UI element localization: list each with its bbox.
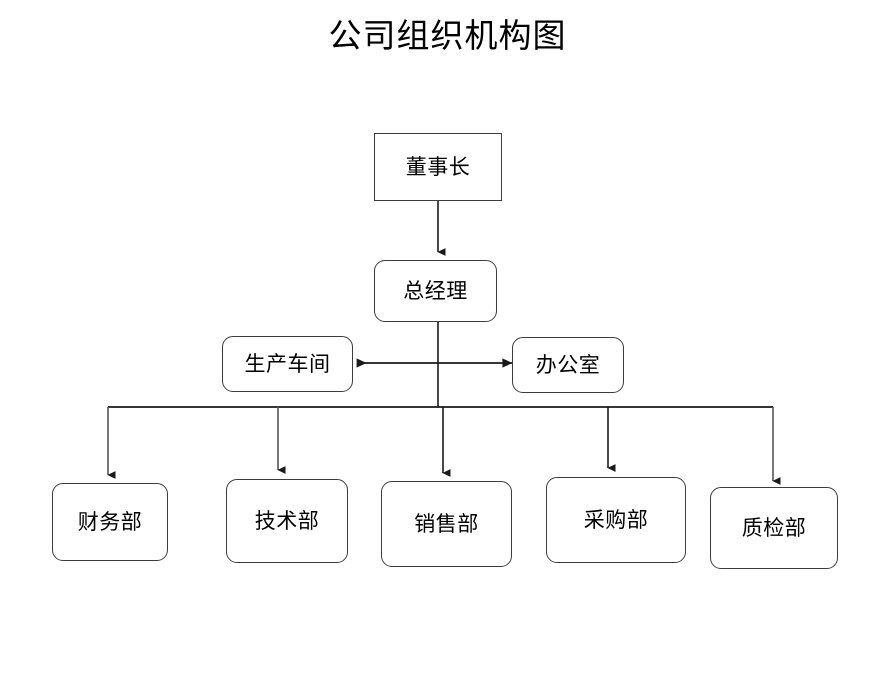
- node-technology-department[interactable]: 技术部: [226, 479, 348, 563]
- node-production-workshop-label: 生产车间: [244, 351, 331, 376]
- page-title: 公司组织机构图: [328, 16, 567, 55]
- node-sales-department-label: 销售部: [414, 511, 479, 536]
- node-technology-department-label: 技术部: [254, 508, 320, 533]
- node-chairman-label: 董事长: [405, 154, 471, 179]
- node-sales-department[interactable]: 销售部: [381, 481, 512, 567]
- node-purchasing-department[interactable]: 采购部: [546, 477, 686, 563]
- node-quality-department-label: 质检部: [741, 515, 807, 540]
- node-general-manager[interactable]: 总经理: [374, 260, 497, 322]
- node-quality-department[interactable]: 质检部: [710, 487, 838, 569]
- node-finance-department[interactable]: 财务部: [52, 483, 168, 561]
- node-purchasing-department-label: 采购部: [583, 507, 649, 532]
- node-office-label: 办公室: [535, 352, 601, 377]
- node-chairman[interactable]: 董事长: [374, 133, 502, 201]
- node-general-manager-label: 总经理: [403, 278, 468, 303]
- node-finance-department-label: 财务部: [77, 509, 143, 534]
- node-production-workshop[interactable]: 生产车间: [222, 336, 353, 392]
- node-office[interactable]: 办公室: [512, 337, 624, 393]
